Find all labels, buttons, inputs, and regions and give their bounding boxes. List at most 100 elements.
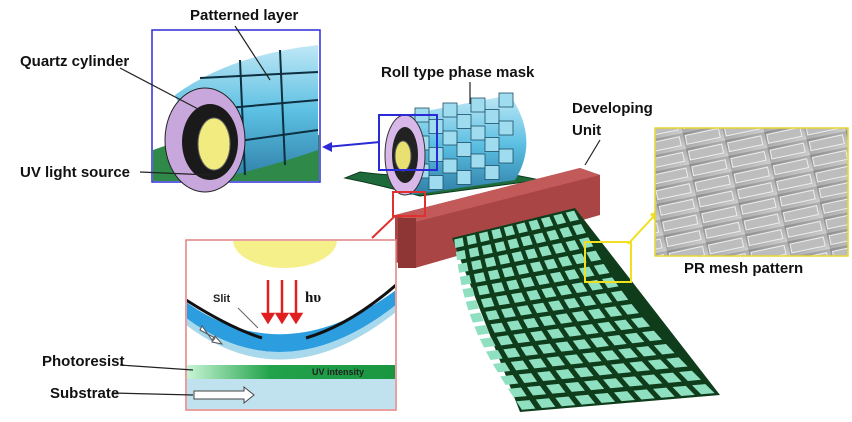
mesh-cell bbox=[582, 352, 602, 363]
mesh-cell bbox=[454, 237, 464, 248]
mesh-cell bbox=[515, 264, 530, 275]
mesh-cell bbox=[513, 333, 530, 344]
label-quartz-cylinder: Quartz cylinder bbox=[20, 53, 129, 70]
mesh-cell bbox=[518, 373, 538, 383]
mesh-cell bbox=[490, 322, 506, 333]
mesh-highlight-box bbox=[584, 241, 632, 283]
roll-tile bbox=[470, 153, 486, 169]
label-pr-mesh: PR mesh pattern bbox=[684, 260, 803, 277]
mesh-cell bbox=[523, 318, 540, 329]
roll-tile bbox=[456, 170, 472, 185]
mesh-cell bbox=[678, 370, 702, 382]
cylinder-detail-inset bbox=[151, 29, 321, 193]
mesh-cell bbox=[510, 360, 529, 371]
mesh-cell bbox=[555, 369, 575, 380]
mesh-cell bbox=[571, 282, 588, 293]
mesh-cell bbox=[539, 315, 556, 326]
mesh-cell bbox=[530, 261, 544, 273]
inset-connector-blue bbox=[325, 141, 381, 148]
roll-tile bbox=[484, 109, 500, 124]
label-unit: Unit bbox=[572, 122, 601, 139]
mesh-cell bbox=[520, 277, 535, 288]
label-uv-intensity: UV intensity bbox=[312, 367, 364, 377]
mesh-cell bbox=[473, 272, 486, 283]
mesh-cell bbox=[538, 245, 552, 257]
mesh-cell bbox=[580, 324, 599, 335]
roll-highlight-box bbox=[378, 114, 438, 171]
mesh-cell bbox=[477, 284, 490, 296]
mesh-cell bbox=[546, 229, 560, 241]
mesh-cell bbox=[610, 290, 629, 302]
mesh-cell bbox=[593, 263, 610, 275]
mesh-cell bbox=[537, 371, 556, 382]
mesh-cell bbox=[600, 350, 620, 361]
label-photoresist: Photoresist bbox=[42, 353, 125, 370]
mesh-cell bbox=[563, 297, 581, 309]
mesh-cell bbox=[462, 287, 475, 298]
mesh-cell bbox=[528, 219, 541, 231]
mesh-cell bbox=[565, 210, 579, 222]
mesh-cell bbox=[546, 383, 566, 394]
mesh-cell bbox=[525, 248, 538, 260]
mesh-cell bbox=[506, 320, 523, 331]
mesh-cell bbox=[503, 347, 521, 358]
mesh-cell bbox=[555, 341, 574, 352]
label-substrate: Substrate bbox=[50, 385, 119, 402]
roll-tile bbox=[456, 142, 472, 157]
mesh-cell bbox=[530, 330, 548, 341]
mesh-cell bbox=[584, 380, 605, 391]
mesh-cell bbox=[506, 279, 520, 291]
mesh-cell bbox=[571, 311, 589, 322]
mesh-cell bbox=[563, 326, 582, 337]
mesh-cell bbox=[484, 256, 497, 268]
mesh-cell bbox=[592, 365, 613, 376]
mesh-cell bbox=[457, 262, 469, 273]
mesh-cell bbox=[647, 359, 669, 370]
label-slit: Slit bbox=[213, 293, 230, 305]
mesh-cell bbox=[500, 375, 519, 385]
roll-tile bbox=[484, 137, 500, 152]
roll-tile bbox=[442, 158, 458, 174]
mesh-cell bbox=[466, 234, 477, 246]
roll-tile bbox=[498, 92, 514, 108]
mesh-cell bbox=[595, 293, 613, 304]
mesh-cell bbox=[491, 282, 505, 293]
mesh-cell bbox=[459, 275, 472, 286]
mesh-cell bbox=[622, 376, 643, 387]
mesh-cell bbox=[520, 345, 539, 356]
mesh-cell bbox=[558, 256, 573, 267]
mesh-cell bbox=[501, 307, 516, 318]
roll-tile bbox=[428, 175, 444, 190]
roll-tile bbox=[484, 165, 500, 180]
mesh-cell bbox=[603, 378, 624, 389]
label-roll-mask: Roll type phase mask bbox=[381, 64, 535, 81]
mesh-cell bbox=[579, 266, 595, 278]
mesh-cell bbox=[553, 213, 567, 225]
mesh-cell bbox=[540, 216, 554, 228]
mesh-cell bbox=[471, 259, 483, 271]
mesh-cell bbox=[653, 344, 675, 355]
roll-tile bbox=[498, 120, 514, 136]
mesh-cell bbox=[498, 254, 511, 265]
mesh-cell bbox=[532, 302, 548, 314]
mesh-cell bbox=[496, 294, 510, 306]
mesh-cell bbox=[635, 346, 657, 357]
mesh-cell bbox=[501, 266, 515, 278]
roll-tile bbox=[442, 102, 458, 118]
mesh-cell bbox=[550, 271, 565, 283]
mesh-cell bbox=[474, 325, 490, 336]
mesh-cell bbox=[527, 385, 547, 396]
mesh-cell bbox=[496, 335, 513, 346]
label-patterned-layer: Patterned layer bbox=[190, 7, 299, 24]
mesh-cell bbox=[614, 319, 633, 331]
mesh-cell bbox=[526, 289, 541, 301]
roll-tile bbox=[456, 114, 472, 129]
mesh-cell bbox=[574, 394, 596, 405]
slit-highlight-box bbox=[392, 191, 426, 217]
mesh-cell bbox=[469, 312, 484, 323]
mesh-cell bbox=[629, 361, 651, 372]
mesh-cell bbox=[559, 226, 573, 238]
mesh-cell bbox=[590, 337, 609, 348]
roll-tile bbox=[470, 97, 486, 113]
